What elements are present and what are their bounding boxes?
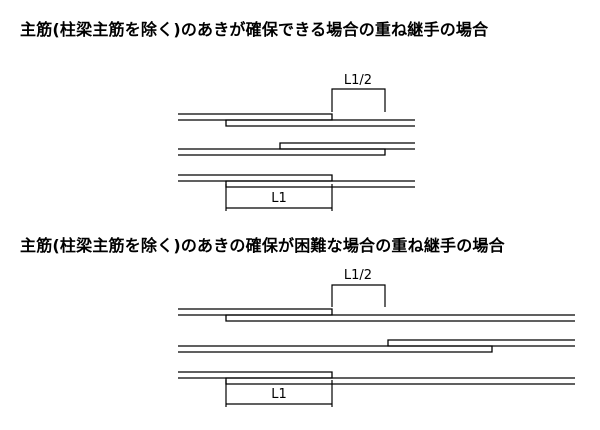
- offset-dimension-label: L1/2: [344, 73, 372, 88]
- rebar-row3-right: [225, 180, 415, 188]
- offset-dimension-label: L1/2: [344, 268, 372, 283]
- rebar-row1-right: [225, 314, 575, 322]
- rebar-row3-left: [178, 371, 333, 379]
- heading-spacing-difficult: 主筋(柱梁主筋を除く)のあきの確保が困難な場合の重ね継手の場合: [20, 236, 505, 255]
- diagram-spacing-ensured: L1/2 L1: [178, 73, 415, 211]
- rebar-row1-left: [178, 113, 333, 121]
- heading-spacing-ensured: 主筋(柱梁主筋を除く)のあきが確保できる場合の重ね継手の場合: [20, 20, 489, 39]
- offset-dimension-line: [331, 88, 386, 112]
- offset-dimension-line: [331, 284, 386, 307]
- rebar-row1-left: [178, 308, 333, 316]
- diagram-spacing-difficult: L1/2 L1: [178, 268, 575, 407]
- rebar-row1-right: [225, 119, 415, 127]
- rebar-row2-lower: [178, 345, 493, 353]
- lap-dimension-line: [225, 184, 333, 211]
- lap-dimension-line: [225, 380, 333, 407]
- lap-dimension-label: L1: [271, 191, 287, 206]
- rebar-row3-left: [178, 174, 333, 182]
- lap-dimension-label: L1: [271, 387, 287, 402]
- rebar-row2-upper: [279, 142, 415, 150]
- rebar-row2-lower: [178, 148, 386, 156]
- rebar-row2-upper: [387, 339, 575, 347]
- rebar-row3-right: [225, 377, 575, 385]
